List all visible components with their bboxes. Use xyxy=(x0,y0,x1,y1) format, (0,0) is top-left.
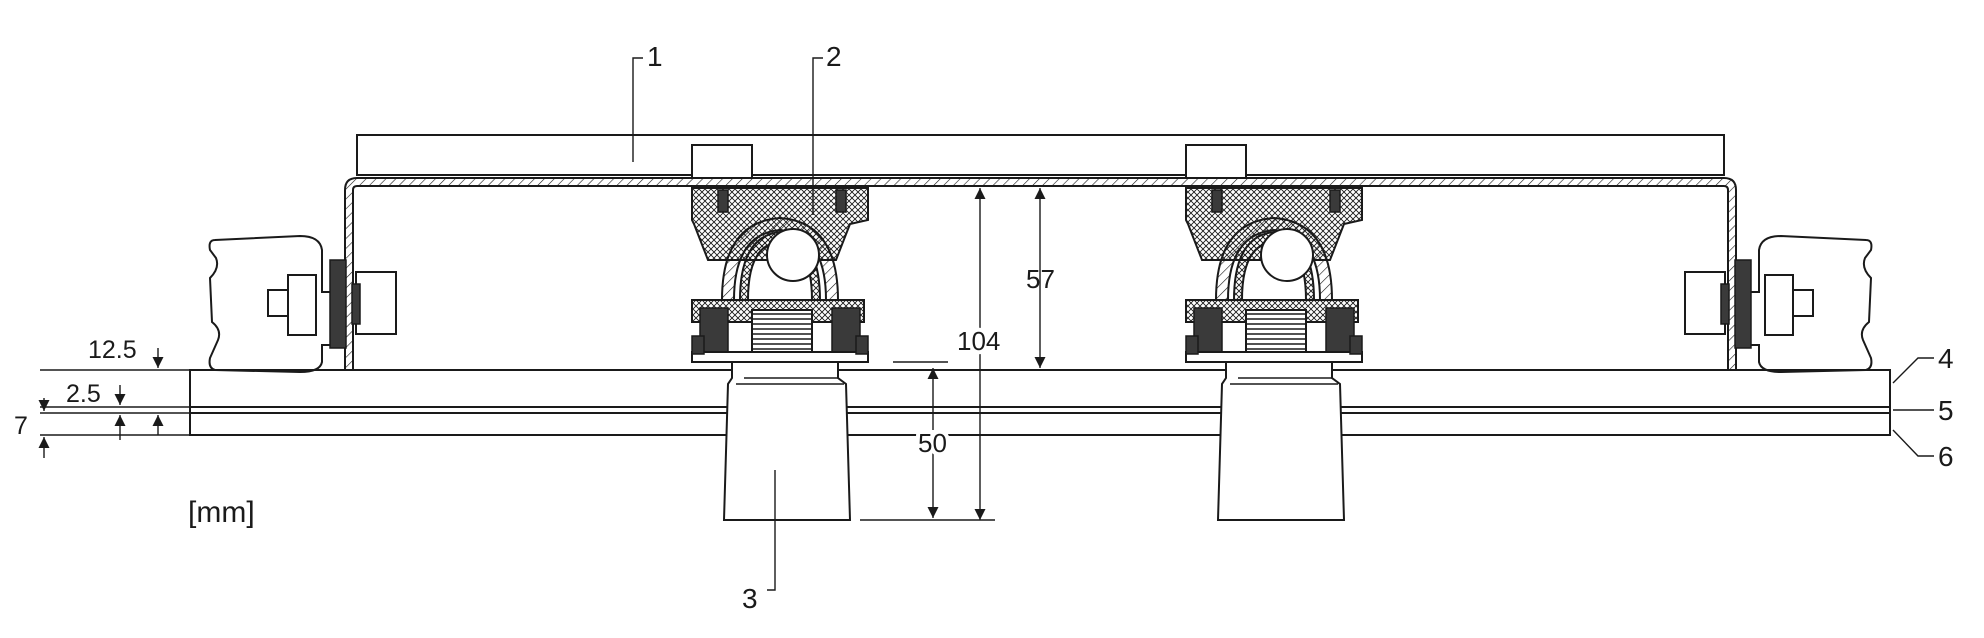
cover-plate xyxy=(344,134,1737,371)
callout-2: 2 xyxy=(826,41,842,72)
callout-4: 4 xyxy=(1938,343,1954,374)
callout-5: 5 xyxy=(1938,395,1954,426)
callout-6: 6 xyxy=(1938,441,1954,472)
drain-unit-left xyxy=(691,144,869,521)
thread-right xyxy=(1245,309,1307,355)
thread-left xyxy=(751,309,813,355)
dimension-12-5: 12.5 xyxy=(88,336,137,364)
base-layer xyxy=(189,412,1891,436)
dimension-50: 50 xyxy=(918,428,947,458)
dimension-2-5: 2.5 xyxy=(66,380,101,408)
callout-1: 1 xyxy=(647,41,663,72)
dimension-57: 57 xyxy=(1026,264,1055,294)
drain-unit-right xyxy=(1185,144,1363,521)
dimension-104: 104 xyxy=(957,326,1000,356)
right-side-profile xyxy=(1684,234,1873,374)
floor-layers xyxy=(189,369,1891,436)
left-side-profile xyxy=(208,234,397,374)
callout-3: 3 xyxy=(742,583,758,614)
screed-layer xyxy=(189,369,1891,408)
leader-lines xyxy=(632,57,1934,591)
dimension-7: 7 xyxy=(14,412,28,440)
dimension-lines xyxy=(38,188,1046,521)
unit-label: [mm] xyxy=(188,496,255,529)
